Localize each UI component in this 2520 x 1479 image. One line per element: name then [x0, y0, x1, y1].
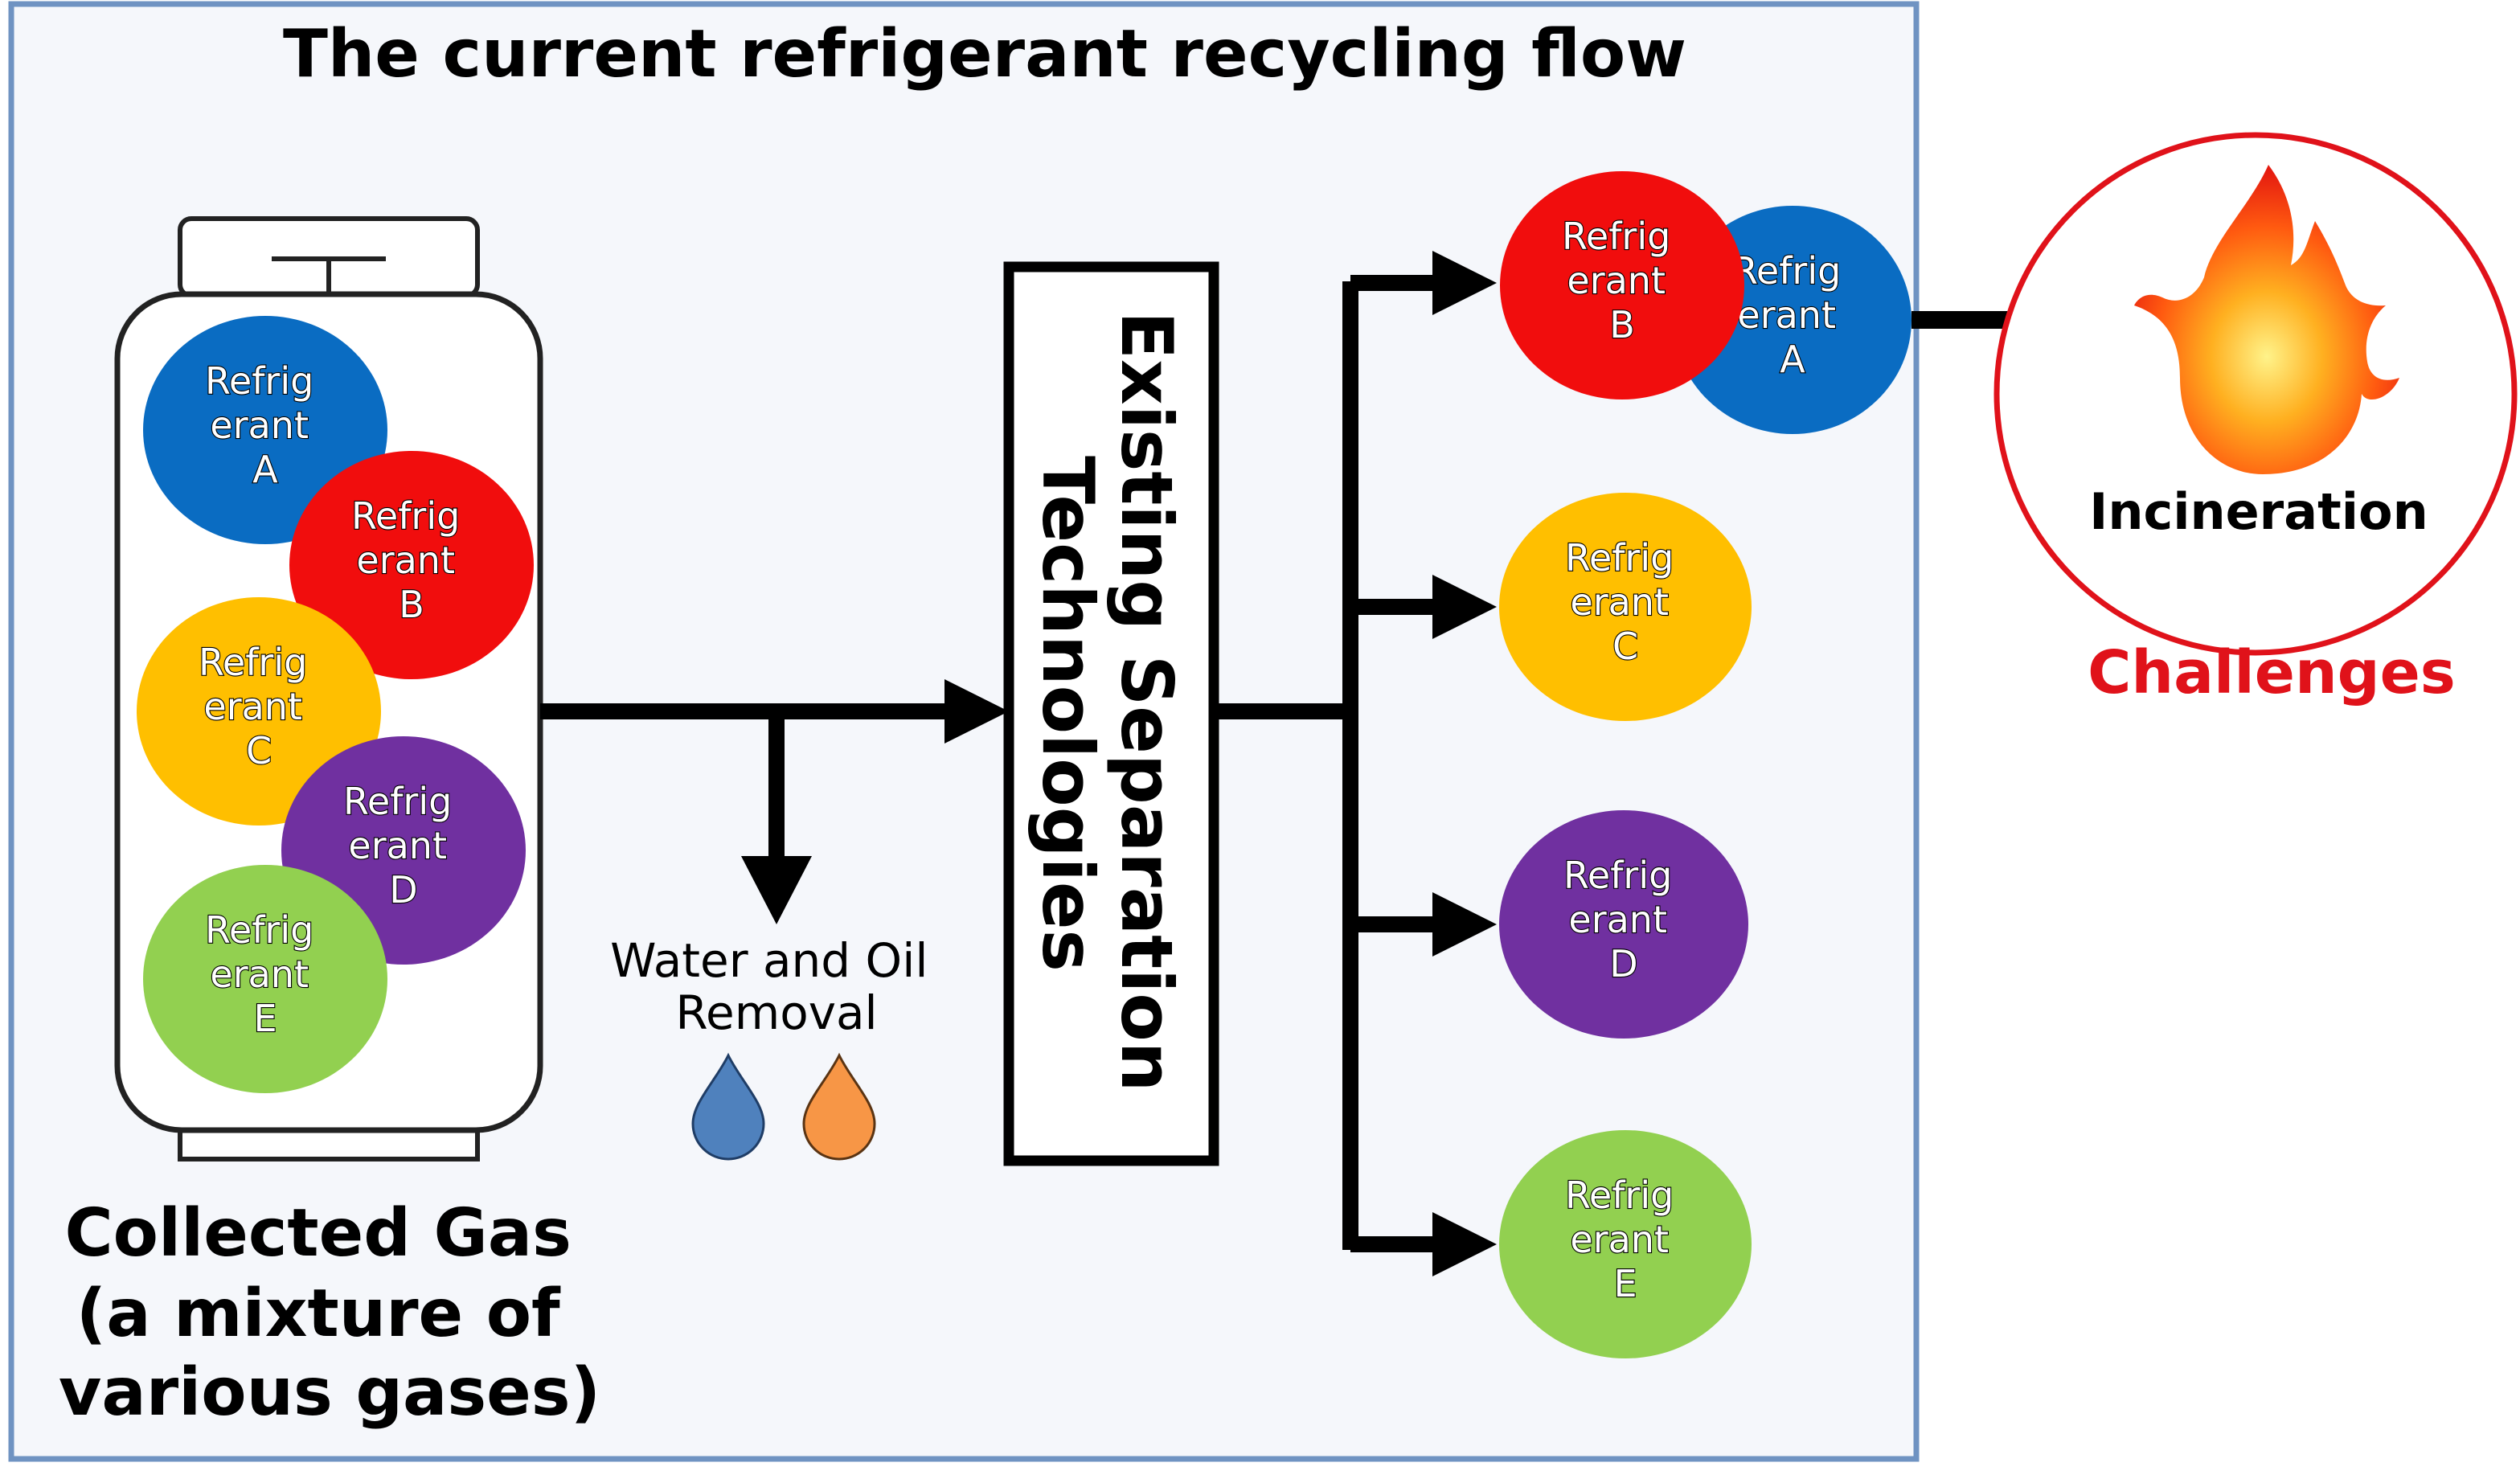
incineration-group: Incineration	[1993, 132, 2518, 656]
svg-text:Refrig erant C: Refrig erant C	[199, 641, 319, 772]
fire-icon	[2134, 165, 2399, 474]
cylinder-refrigerants: Refrig erant A Refrig erant B Refrig era…	[137, 316, 534, 1093]
svg-text:Refrig erant E: Refrig erant E	[1565, 1174, 1686, 1305]
cylinder-refrigerant-B: Refrig erant B	[289, 451, 534, 679]
output-refrigerant-D: Refrig erant D	[1499, 810, 1748, 1039]
svg-text:Refrig erant C: Refrig erant C	[1565, 536, 1686, 668]
diagram-title: The current refrigerant recycling flow	[283, 16, 1686, 92]
separation-label: Existing Separation Technologies	[1026, 311, 1188, 1116]
water-oil-removal-label: Water and Oil Removal	[610, 933, 943, 1040]
flow-arrow-water-oil	[741, 711, 812, 924]
output-refrigerant-C: Refrig erant C	[1499, 493, 1752, 721]
flow-arrow-to-separation	[540, 679, 1009, 744]
oil-drop-icon	[802, 1052, 876, 1161]
arrow-to-output-C	[1350, 575, 1497, 639]
arrow-to-output-B	[1350, 251, 1497, 315]
water-drop-icon	[691, 1052, 765, 1161]
arrow-to-output-E	[1350, 1212, 1497, 1276]
svg-text:Refrig erant E: Refrig erant E	[205, 908, 326, 1040]
svg-text:Refrig erant D: Refrig erant D	[1563, 854, 1684, 985]
svg-text:Refrig erant A: Refrig erant A	[205, 359, 326, 491]
arrow-to-output-D	[1350, 892, 1497, 957]
output-refrigerant-E: Refrig erant E	[1499, 1130, 1752, 1358]
svg-text:Refrig erant B: Refrig erant B	[351, 494, 472, 626]
cylinder-refrigerant-E: Refrig erant E	[143, 865, 387, 1093]
svg-text:Refrig erant B: Refrig erant B	[1562, 215, 1682, 346]
output-refrigerant-B: Refrig erant B	[1500, 171, 1744, 399]
svg-text:Refrig erant D: Refrig erant D	[343, 780, 464, 912]
challenges-label: Challenges	[2088, 638, 2456, 707]
cylinder-caption: Collected Gas (a mixture of various gase…	[59, 1195, 600, 1431]
svg-text:Refrig erant A: Refrig erant A	[1732, 249, 1853, 381]
incineration-label: Incineration	[2089, 482, 2428, 541]
distribution-arrows	[1214, 251, 1497, 1276]
